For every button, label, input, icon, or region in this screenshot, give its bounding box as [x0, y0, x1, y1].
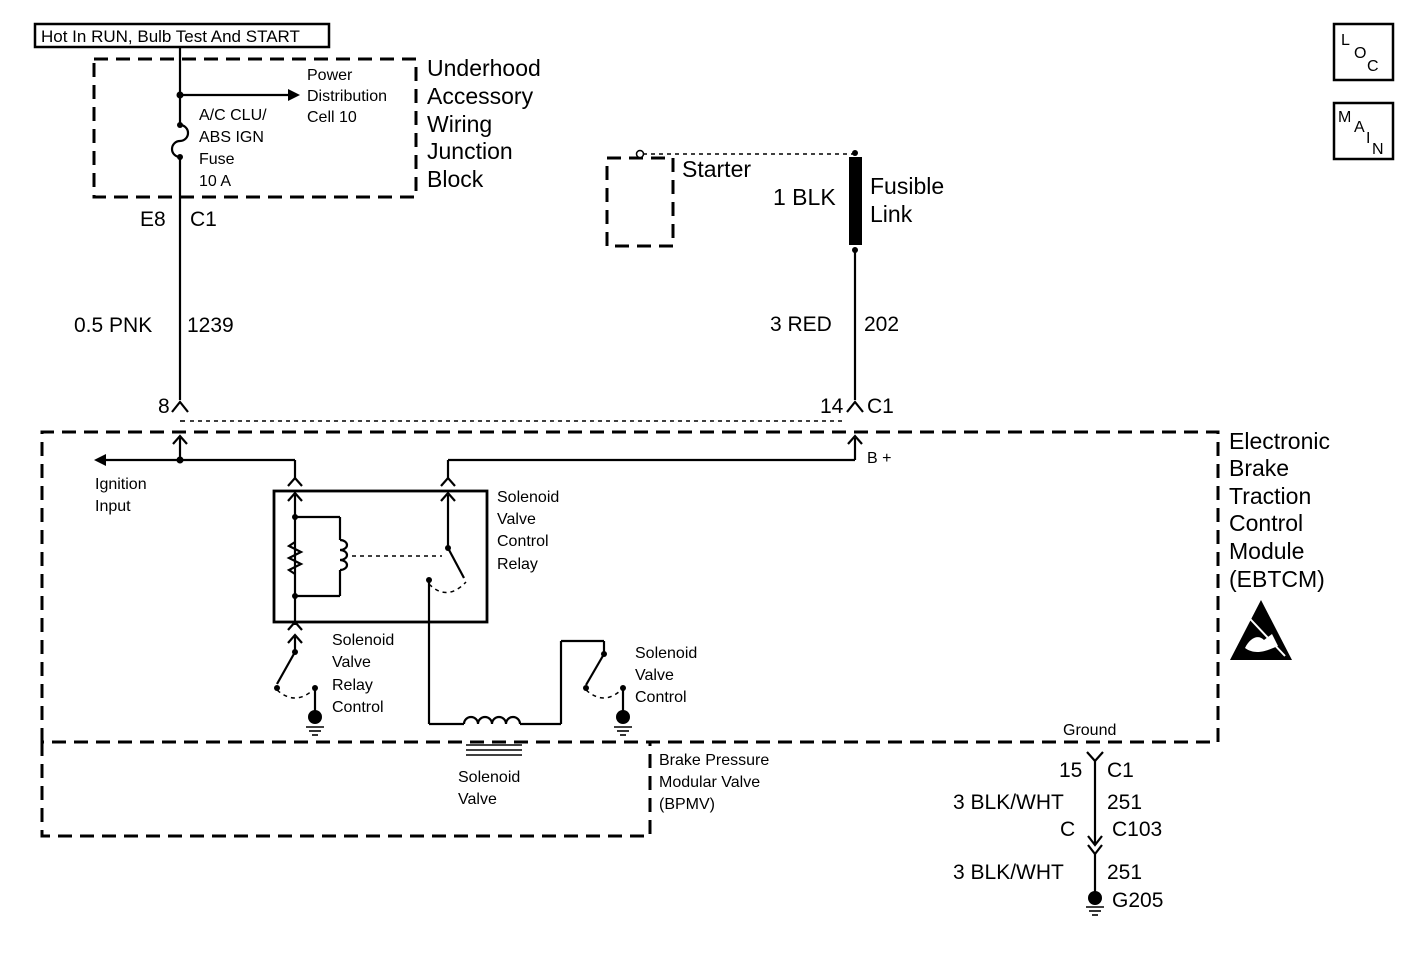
main-letter-n: N: [1372, 141, 1384, 158]
wire-ignition-color: 0.5 PNK: [74, 314, 152, 337]
starter-label: Starter: [682, 156, 751, 182]
connector-c1-ground: C1: [1107, 759, 1134, 782]
junction-block-outline: [92, 57, 418, 199]
main-button[interactable]: M A I N: [1332, 101, 1395, 161]
power-distribution-3: Cell 10: [307, 109, 357, 126]
loc-letter-c: C: [1367, 58, 1379, 75]
wire-ground1-color: 3 BLK/WHT: [953, 791, 1064, 814]
junction-block-title-4: Junction: [427, 138, 513, 164]
connector-pin-e8: E8: [140, 208, 166, 231]
wire-battery-color: 3 RED: [770, 313, 832, 336]
wire-ignition-circuit: 1239: [187, 314, 234, 337]
ebtcm-title-4: Control: [1229, 510, 1303, 536]
loc-letter-o: O: [1354, 45, 1366, 62]
ground-icon: [1088, 891, 1102, 905]
valve-control-label-1: Solenoid: [635, 645, 697, 662]
valve-control-label-3: Control: [635, 689, 687, 706]
relay-switch-icon: [447, 547, 465, 579]
fuse-label-1: A/C CLU/: [199, 107, 267, 124]
bpmv-outline: [40, 742, 652, 838]
junction-block-title-1: Underhood: [427, 55, 541, 81]
connector-c1-ebtcm: C1: [867, 395, 894, 418]
power-distribution-1: Power: [307, 67, 353, 84]
ground-point-g205: G205: [1112, 889, 1163, 912]
ignition-input-2: Input: [95, 498, 131, 515]
relay-label-2: Valve: [497, 511, 536, 528]
ebtcm-title-5: Module: [1229, 538, 1304, 564]
main-letter-m: M: [1338, 109, 1351, 126]
relay-control-switch-icon: [276, 651, 296, 685]
connector-c103: C103: [1112, 818, 1162, 841]
power-source-label: Hot In RUN, Bulb Test And START: [41, 27, 300, 46]
relay-control-label-2: Valve: [332, 654, 371, 671]
ground-label: Ground: [1063, 722, 1116, 739]
arrow-left-icon: [94, 454, 106, 466]
ebtcm-title-3: Traction: [1229, 483, 1311, 509]
wire-ground1-circuit: 251: [1107, 791, 1142, 814]
junction-block-title-2: Accessory: [427, 83, 534, 109]
starter-outline: [605, 156, 675, 248]
relay-control-label-3: Relay: [332, 677, 373, 694]
main-letter-a: A: [1354, 119, 1365, 136]
bpmv-title-2: Modular Valve: [659, 774, 760, 791]
ground-icon: [308, 710, 322, 724]
connector-c1-top: C1: [190, 208, 217, 231]
wire-ground2-color: 3 BLK/WHT: [953, 861, 1064, 884]
pin-15: 15: [1059, 759, 1082, 782]
fuse-label-3: Fuse: [199, 151, 235, 168]
b-plus-label: B +: [867, 450, 891, 467]
relay-control-label-4: Control: [332, 699, 384, 716]
pin-8: 8: [158, 395, 170, 418]
relay-coil-icon: [339, 538, 349, 572]
solenoid-valve-label-1: Solenoid: [458, 769, 520, 786]
ebtcm-title-6: (EBTCM): [1229, 566, 1325, 592]
ground-icon: [616, 710, 630, 724]
power-source-box: [33, 22, 331, 49]
solenoid-coil-icon: [462, 715, 522, 725]
relay-label-4: Relay: [497, 556, 538, 573]
relay-control-label-1: Solenoid: [332, 632, 394, 649]
arrow-right-icon: [288, 89, 300, 101]
junction-block-title-3: Wiring: [427, 111, 492, 137]
fuse-label-2: ABS IGN: [199, 129, 264, 146]
resistor-icon: [286, 541, 304, 575]
ebtcm-outline: [40, 430, 1220, 744]
relay-box: [272, 489, 489, 624]
wire-battery-circuit: 202: [864, 313, 899, 336]
valve-control-switch-icon: [585, 653, 605, 686]
valve-control-label-2: Valve: [635, 667, 674, 684]
fusible-link-label-1: Fusible: [870, 173, 944, 199]
relay-label-1: Solenoid: [497, 489, 559, 506]
ebtcm-title-1: Electronic: [1229, 428, 1330, 454]
bpmv-title-3: (BPMV): [659, 796, 715, 813]
main-letter-i: I: [1366, 130, 1370, 147]
junction-block-title-5: Block: [427, 166, 484, 192]
fuse-label-4: 10 A: [199, 173, 231, 190]
wire-ground2-circuit: 251: [1107, 861, 1142, 884]
ebtcm-title-2: Brake: [1229, 455, 1289, 481]
bpmv-title-1: Brake Pressure: [659, 752, 769, 769]
solenoid-valve-label-2: Valve: [458, 791, 497, 808]
relay-label-3: Control: [497, 533, 549, 550]
fusible-link-label-2: Link: [870, 201, 913, 227]
c103-pin: C: [1060, 818, 1075, 841]
pin-14: 14: [820, 395, 844, 418]
ignition-input-1: Ignition: [95, 476, 147, 493]
fuse-icon: [170, 123, 190, 159]
loc-letter-l: L: [1341, 32, 1350, 49]
power-distribution-2: Distribution: [307, 88, 387, 105]
wire-fusible-color: 1 BLK: [773, 184, 836, 210]
esd-warning-icon: [1230, 600, 1292, 660]
fusible-link-icon: [849, 157, 862, 245]
loc-button[interactable]: L O C: [1332, 22, 1395, 82]
